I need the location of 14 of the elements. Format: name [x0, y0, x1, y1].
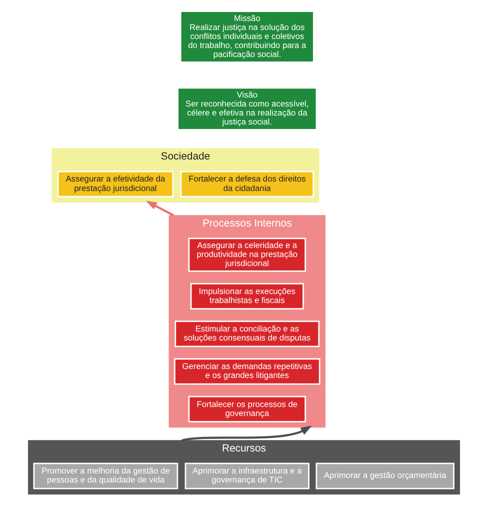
node-box: Promover a melhoria da gestão de pessoas e da qualidade de vida — [32, 462, 178, 490]
node-box: Aprimorar a infraestrutura e a governança de TIC — [184, 462, 309, 490]
arrow — [145, 200, 174, 216]
node-box: Assegurar a efetividade da prestação jurisdicional — [56, 170, 174, 198]
node-box: Gerenciar as demandas repetitivas e os grandes litigantes — [173, 358, 320, 385]
arrow — [180, 426, 312, 442]
node-box: Assegurar a celeridade e a produtividade na prestação jurisdicional — [188, 238, 306, 272]
node-box: Visão Ser reconhecida como acessível, célere e efetiva na realização da justiça social. — [176, 87, 317, 130]
node-box: Impulsionar as execuções trabalhistas e fiscais — [190, 283, 304, 310]
node-box: Fortalecer os processos de governança — [188, 396, 306, 422]
node-box: Missão Realizar justiça na solução dos conflitos individuais e coletivos do trabalho, contribuindo para a pacificação social. — [179, 10, 314, 63]
node-box: Aprimorar a gestão orçamentária — [315, 462, 454, 490]
node-box: Estimular a conciliação e as soluções consensuais de disputas — [174, 320, 320, 348]
node-box: Fortalecer a defesa dos direitos da cidadania — [180, 170, 314, 198]
